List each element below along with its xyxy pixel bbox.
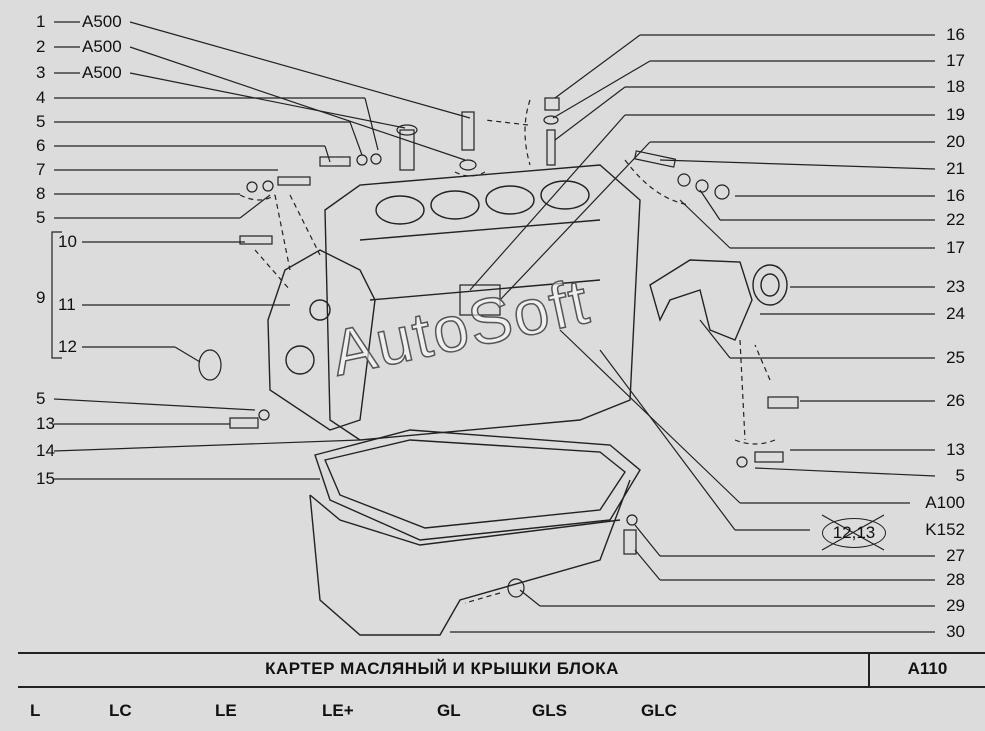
callout-5d: 5 — [955, 466, 965, 485]
callout-19: 19 — [946, 105, 965, 124]
callout-27: 27 — [946, 546, 965, 565]
crossed-ref: 12,13 — [822, 518, 886, 548]
callout-3: 3 — [36, 63, 46, 82]
callout-4: 4 — [36, 88, 46, 107]
callout-a100: A100 — [925, 493, 965, 512]
callout-11: 11 — [58, 295, 76, 314]
callout-16: 16 — [946, 25, 965, 44]
callout-29: 29 — [946, 596, 965, 615]
title-bar: КАРТЕР МАСЛЯНЫЙ И КРЫШКИ БЛОКА A110 — [18, 652, 985, 688]
callout-13b: 13 — [946, 440, 965, 459]
callout-24: 24 — [946, 304, 965, 323]
version-gls[interactable]: GLS — [532, 701, 567, 720]
callout-30: 30 — [946, 622, 965, 641]
small-parts — [198, 97, 799, 598]
callout-7: 7 — [36, 160, 46, 179]
left-leader-lines — [51, 21, 471, 480]
diagram-code: A110 — [868, 654, 985, 686]
callout-1-ref: A500 — [82, 12, 122, 31]
callout-6: 6 — [36, 136, 46, 155]
callout-18: 18 — [946, 77, 965, 96]
callout-5c: 5 — [36, 389, 46, 408]
callout-k152: K152 — [925, 520, 965, 539]
dashed-arrows — [239, 99, 776, 604]
front-cover — [267, 249, 376, 431]
version-glc[interactable]: GLC — [641, 701, 677, 720]
callout-26: 26 — [946, 391, 965, 410]
version-le-plus[interactable]: LE+ — [322, 701, 354, 720]
callout-21: 21 — [946, 159, 965, 178]
callout-8: 8 — [36, 184, 46, 203]
callout-5b: 5 — [36, 208, 46, 227]
version-lc[interactable]: LC — [109, 701, 132, 720]
parts-diagram — [51, 21, 936, 636]
callout-5: 5 — [36, 112, 46, 131]
right-leader-lines — [450, 34, 936, 633]
callout-12: 12 — [58, 337, 77, 356]
oil-pan — [309, 429, 641, 636]
callout-2: 2 — [36, 37, 46, 56]
callout-20: 20 — [946, 132, 965, 151]
callout-28: 28 — [946, 570, 965, 589]
callout-16b: 16 — [946, 186, 965, 205]
callout-17: 17 — [946, 51, 965, 70]
version-l[interactable]: L — [30, 701, 41, 720]
rear-cover — [649, 259, 788, 341]
callout-17b: 17 — [946, 238, 965, 257]
callout-22: 22 — [946, 210, 965, 229]
callout-14: 14 — [36, 441, 55, 460]
version-gl[interactable]: GL — [437, 701, 461, 720]
callout-3-ref: A500 — [82, 63, 122, 82]
callout-23: 23 — [946, 277, 965, 296]
callout-15: 15 — [36, 469, 55, 488]
callout-13: 13 — [36, 414, 55, 433]
callout-1: 1 — [36, 12, 46, 31]
diagram-title: КАРТЕР МАСЛЯНЫЙ И КРЫШКИ БЛОКА — [265, 659, 619, 678]
callout-2-ref: A500 — [82, 37, 122, 56]
callout-9: 9 — [36, 288, 46, 307]
callout-25: 25 — [946, 348, 965, 367]
version-le[interactable]: LE — [215, 701, 237, 720]
callout-10: 10 — [58, 232, 77, 251]
